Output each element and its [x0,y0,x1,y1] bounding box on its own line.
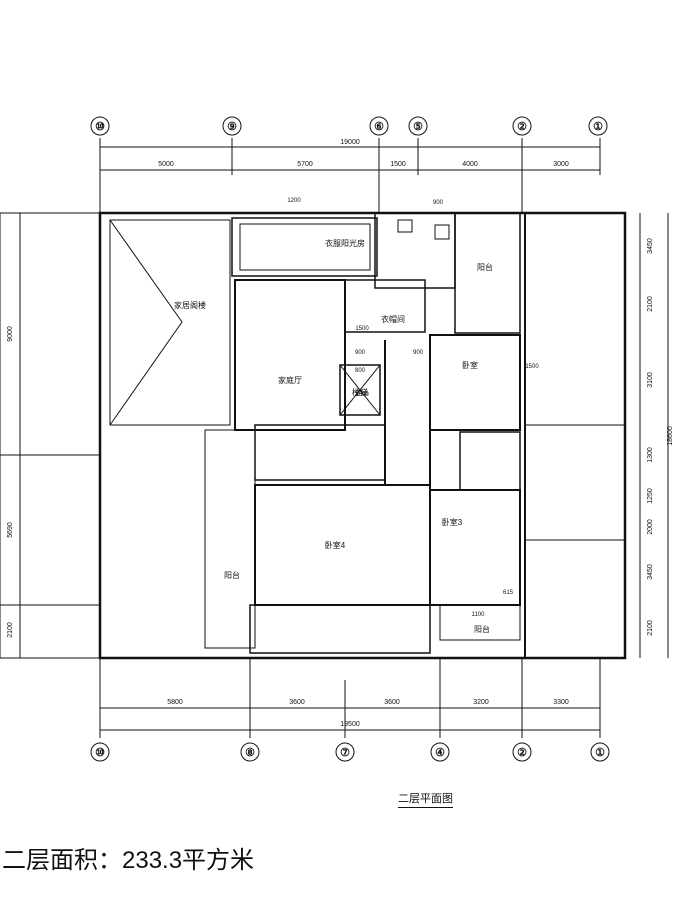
detail-dim-2: 900 [433,200,444,206]
bedroom-east [429,334,521,431]
bottom-dim-1: 5800 [167,699,183,706]
room-dressing: 衣帽间 [381,314,405,324]
bottom-dim-2: 3600 [289,699,305,706]
room-laundry: 衣服阳光房 [325,238,365,248]
detail-dim-6: 1500 [355,326,369,332]
room-balcony-west: 阳台 [224,570,240,580]
bedroom-3 [429,489,521,606]
axis-label-top-1: ① [593,121,603,133]
axis-bubble-top-10 [90,116,110,136]
axis-label-bot-10: ⑩ [95,747,105,759]
axis-label-top-9: ⑨ [227,121,237,133]
detail-dim-3: 900 [355,350,366,356]
left-dim-2: 5690 [7,522,14,538]
top-dim-4: 4000 [462,161,478,168]
axis-label-bot-4: ④ [435,747,445,759]
bottom-dim-3: 3600 [384,699,400,706]
right-dim-7: 3450 [647,564,654,580]
detail-dim-8: 1600 [355,392,369,398]
axis-bubble-top-1 [588,116,608,136]
basin-fixture [434,224,450,240]
detail-dim-4: 900 [413,350,424,356]
room-family-hall: 家庭厅 [278,375,302,385]
axis-bubble-bot-1 [590,742,610,762]
roof-ridge [109,219,183,426]
plan-title: 二层平面图 [398,790,453,808]
room-stair: 楼梯 [352,387,368,397]
area-caption: 二层面积：233.3平方米 [2,847,255,874]
room-bedroom-3: 卧室3 [442,517,463,527]
axis-label-top-10: ⑩ [95,121,105,133]
axis-bubble-top-2 [512,116,532,136]
laundry-inner [239,223,371,271]
main-wall-outline [98,211,627,660]
family-hall [234,279,346,431]
room-bedroom-east: 卧室 [462,360,478,370]
right-dim-4: 1300 [647,447,654,463]
roof-terrace-outline [109,219,231,426]
top-dim-1: 5000 [158,161,174,168]
top-dim-5: 3000 [553,161,569,168]
room-balcony-south: 阳台 [474,624,490,634]
stair-well [339,364,381,416]
bath-block-upper [374,212,456,289]
south-bath-strip [249,604,431,654]
right-dim-8: 2100 [647,620,654,636]
axis-label-bot-1: ① [595,747,605,759]
axis-label-top-5: ⑤ [413,121,423,133]
right-dim-total: 18600 [667,426,674,446]
south-balcony [439,604,521,641]
room-balcony-ne: 阳台 [477,262,493,272]
right-dim-1: 3450 [647,238,654,254]
axis-bubble-bot-7 [335,742,355,762]
bottom-dim-5: 3300 [553,699,569,706]
detail-dim-7: 1500 [525,364,539,370]
west-balcony [204,429,256,649]
right-dim-3: 3100 [647,372,654,388]
stair-x2 [339,364,381,416]
axis-bubble-bot-10 [90,742,110,762]
left-dim-1: 9000 [7,326,14,342]
axis-label-bot-7: ⑦ [340,747,350,759]
bottom-dim-4: 3200 [473,699,489,706]
detail-dim-10: 615 [503,590,514,596]
axis-bubble-bot-2 [512,742,532,762]
room-roof-terrace: 家居阁楼 [174,300,206,310]
axis-label-top-6: ⑥ [374,121,384,133]
wc-fixture [397,219,413,233]
bath-middle [459,431,521,491]
bottom-dim-total: 19500 [340,721,360,728]
room-bedroom-4: 卧室4 [325,540,346,550]
axis-label-top-2: ② [517,121,527,133]
axis-bubble-bot-8 [240,742,260,762]
axis-bubble-top-5 [408,116,428,136]
axis-bubble-bot-4 [430,742,450,762]
detail-dim-9: 800 [355,368,366,374]
axis-label-bot-8: ⑧ [245,747,255,759]
top-dim-2: 5700 [297,161,313,168]
axis-bubble-top-6 [369,116,389,136]
axis-label-bot-2: ② [517,747,527,759]
right-dim-6: 2000 [647,519,654,535]
stair-run [254,424,386,481]
top-dim-total: 19000 [340,139,360,146]
detail-dim-1: 1200 [287,198,301,204]
laundry-room [231,217,378,277]
top-dim-3: 1500 [390,161,406,168]
right-dim-2: 2100 [647,296,654,312]
ne-balcony [454,212,521,334]
right-dim-5: 1250 [647,488,654,504]
left-dim-3: 2100 [7,622,14,638]
detail-dim-5: 1100 [472,612,486,618]
axis-bubble-top-9 [222,116,242,136]
